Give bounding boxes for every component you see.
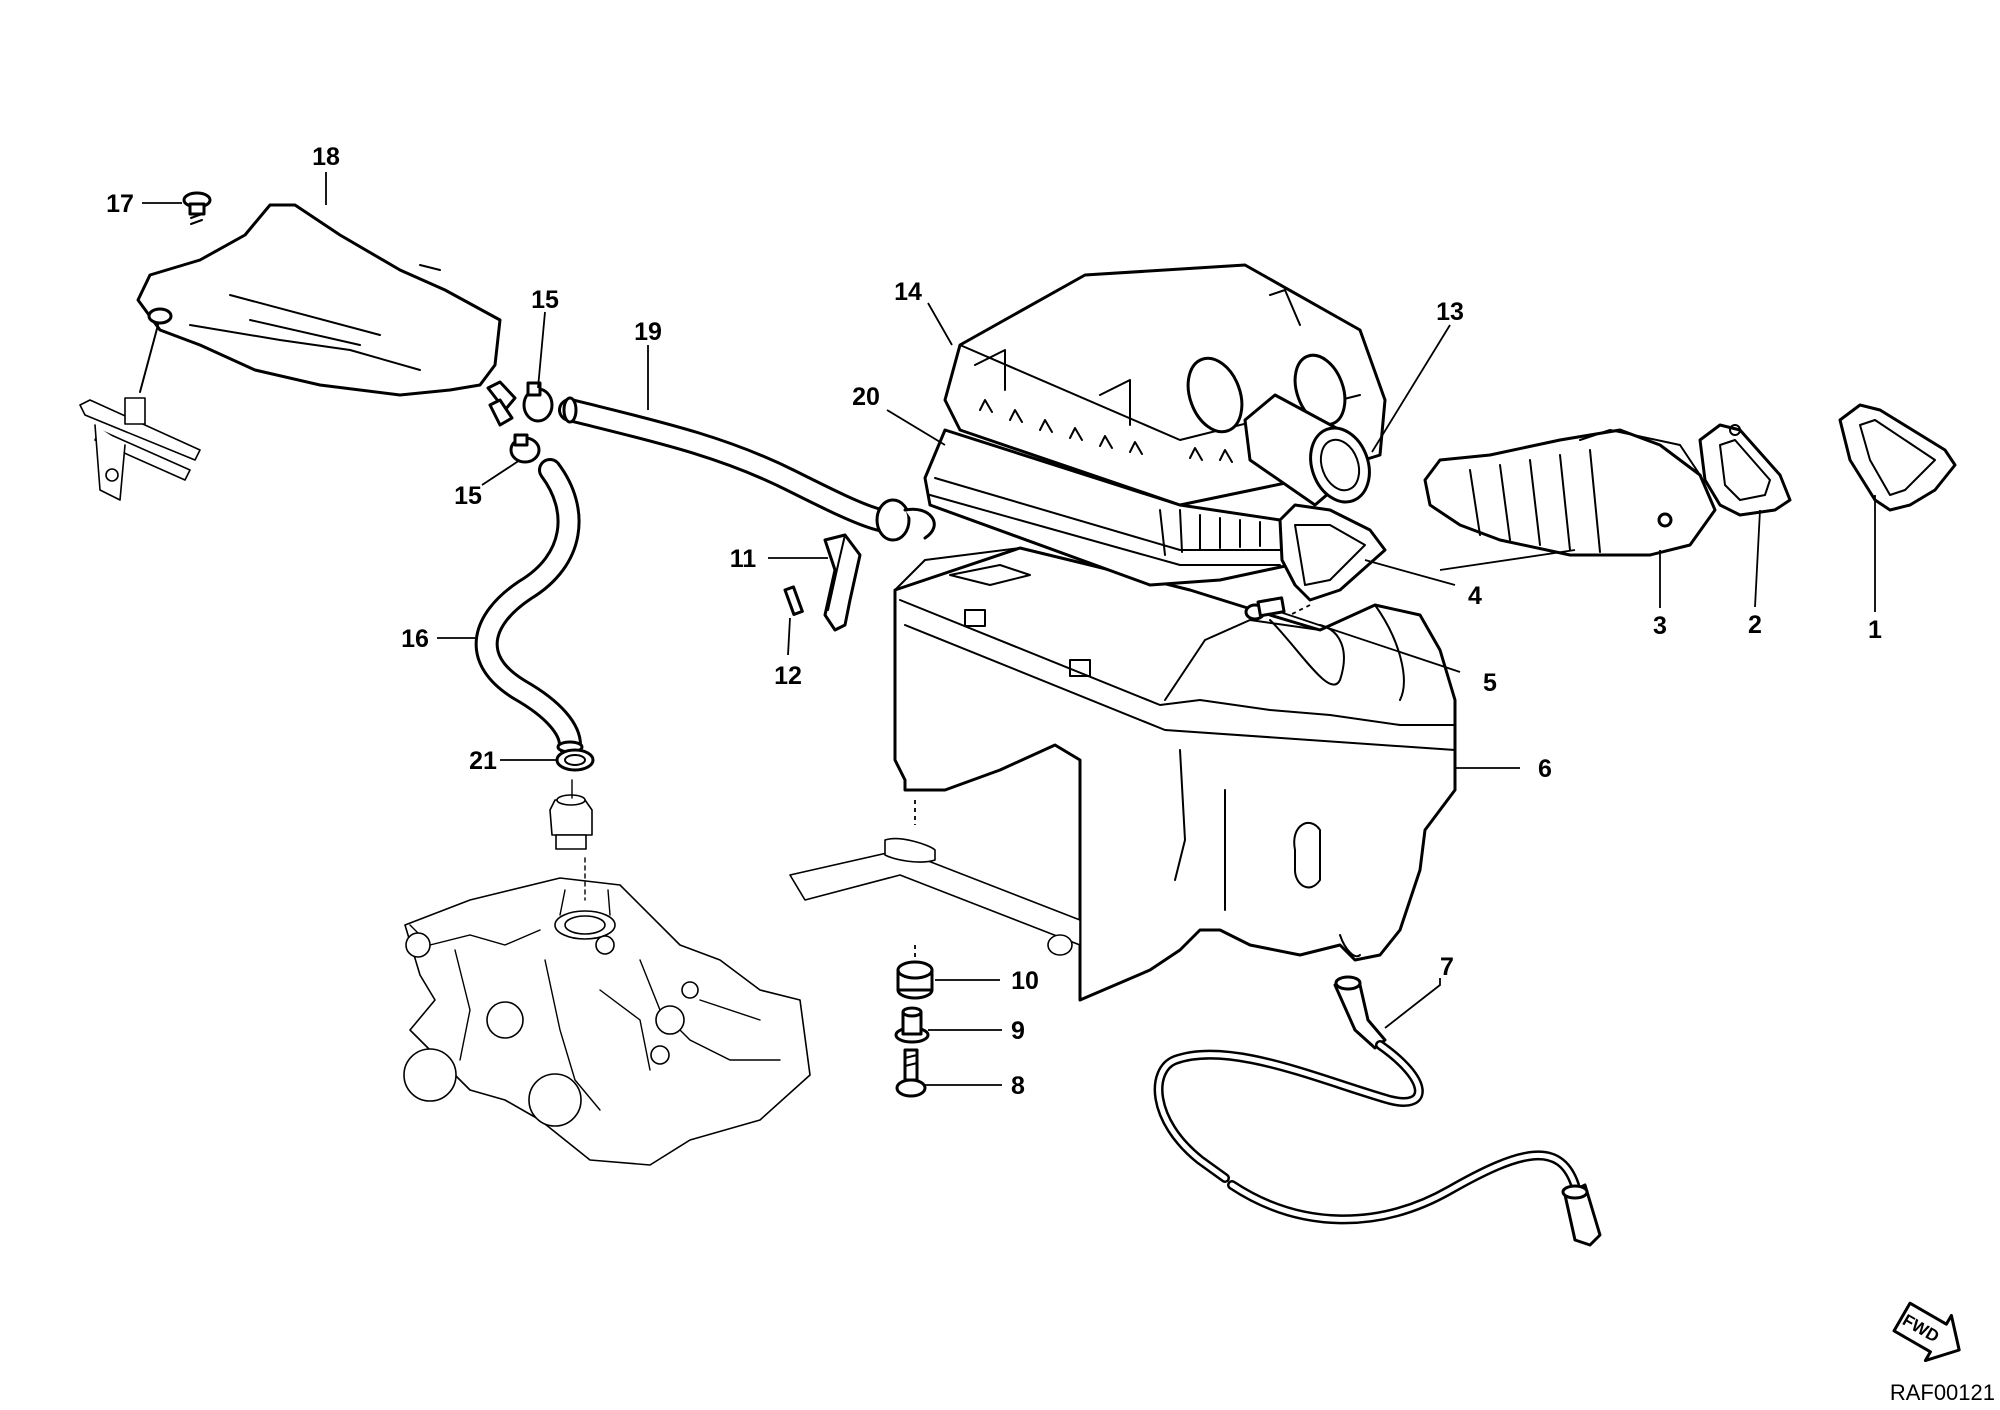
clip-pin [783, 585, 804, 616]
frame-bracket-outline [79, 397, 201, 501]
hose-clamp-upper [522, 381, 554, 423]
engine-crankcase-outline [403, 877, 811, 1166]
hose-clamp-small [555, 748, 595, 772]
rubber-grommet [896, 945, 934, 1000]
callouts: 1 2 3 4 5 6 7 8 9 10 11 12 13 14 15 15 [106, 143, 1882, 1100]
callout-15-lower: 15 [454, 482, 482, 510]
duct-gasket-middle [1698, 423, 1792, 517]
callout-13: 13 [1436, 298, 1464, 326]
callout-18: 18 [312, 143, 340, 171]
intake-duct [1423, 428, 1717, 557]
callout-8: 8 [1011, 1072, 1025, 1100]
callout-15-upper: 15 [531, 286, 559, 314]
canister-screw [182, 191, 212, 225]
breather-hose-lower [474, 458, 584, 757]
callout-10: 10 [1011, 967, 1039, 995]
breather-hose-upper [558, 396, 936, 542]
reference-code: RAF00121 [1890, 1380, 1995, 1405]
callout-21: 21 [469, 747, 497, 775]
hose-connector [486, 380, 517, 427]
callout-16: 16 [401, 625, 429, 653]
spacer-bushing [894, 1006, 930, 1044]
callout-3: 3 [1653, 612, 1667, 640]
retaining-clip [823, 533, 862, 632]
callout-20: 20 [852, 383, 880, 411]
callout-11: 11 [730, 545, 757, 573]
callout-14: 14 [894, 278, 922, 306]
callout-5: 5 [1483, 669, 1497, 697]
callout-4: 4 [1468, 582, 1482, 610]
callout-12: 12 [774, 662, 802, 690]
callout-9: 9 [1011, 1017, 1025, 1045]
breather-fitting [549, 779, 593, 901]
duct-gasket-inner [1278, 503, 1387, 616]
callout-1: 1 [1868, 616, 1882, 644]
frame-tube-outline [789, 837, 1081, 956]
callout-6: 6 [1538, 755, 1552, 783]
intake-funnel [1243, 393, 1371, 507]
drain-tube [1153, 975, 1602, 1247]
duct-screw [1244, 596, 1286, 621]
callout-19: 19 [634, 318, 662, 346]
callout-2: 2 [1748, 611, 1762, 639]
callout-17: 17 [106, 190, 134, 218]
airbox [893, 546, 1457, 1002]
duct-gasket-outer [1838, 403, 1957, 512]
callout-7: 7 [1440, 953, 1454, 981]
breather-canister [136, 203, 502, 397]
hose-clamp-lower [509, 433, 541, 464]
mounting-bolt [895, 1048, 927, 1098]
fwd-direction-badge: FWD [1892, 1301, 1961, 1363]
